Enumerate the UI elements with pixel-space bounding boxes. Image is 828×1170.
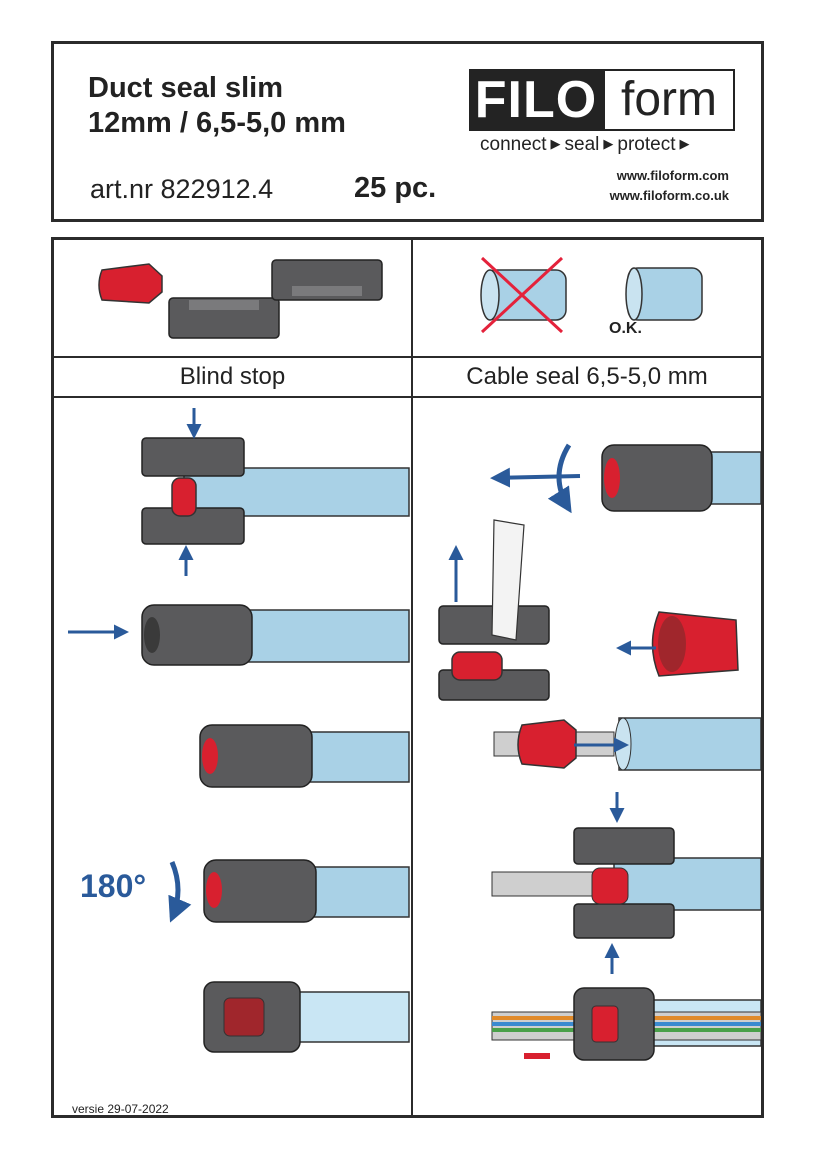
filoform-logo: FILO form: [469, 69, 735, 131]
tagline-protect: protect: [617, 134, 676, 155]
blind-step-2: [68, 604, 410, 666]
cable-step-3: [493, 717, 761, 771]
instruction-panel: Blind stop Cable seal 6,5-5,0 mm O.K. 18…: [51, 237, 764, 1118]
logo-filo: FILO: [469, 69, 603, 131]
section-label-cable-seal: Cable seal 6,5-5,0 mm: [466, 363, 708, 390]
housing-half-icon: [168, 259, 383, 339]
logo-tagline: connect▶seal▶protect▶: [480, 134, 694, 156]
blind-step-1: [141, 408, 410, 576]
cable-step-1: [490, 443, 761, 514]
section-label-blind-stop: Blind stop: [179, 363, 286, 390]
piece-count: 25 pc.: [354, 172, 437, 204]
row-divider-label: [54, 396, 761, 398]
url-couk: www.filoform.co.uk: [609, 188, 729, 203]
triangle-right-icon: ▶: [603, 136, 614, 151]
cable-step-5: [491, 987, 761, 1061]
product-title: Duct seal slim: [88, 72, 284, 104]
row-divider-top: [54, 356, 761, 358]
instruction-illustrations: [68, 256, 761, 1061]
blind-step-4: [168, 859, 410, 923]
tagline-connect: connect: [480, 134, 547, 155]
url-com: www.filoform.com: [616, 168, 729, 183]
ok-label: O.K.: [609, 320, 642, 337]
triangle-right-icon: ▶: [679, 136, 690, 151]
product-subtitle: 12mm / 6,5-5,0 mm: [88, 107, 346, 139]
version-label: versie 29-07-2022: [72, 1102, 169, 1116]
blind-step-5: [203, 981, 410, 1053]
cable-step-2: [438, 519, 739, 701]
triangle-right-icon: ▶: [550, 136, 561, 151]
header-panel: Duct seal slim 12mm / 6,5-5,0 mm art.nr …: [51, 41, 764, 222]
tagline-seal: seal: [564, 134, 600, 155]
blind-step-3: [199, 724, 410, 788]
rotation-label: 180°: [80, 868, 147, 904]
red-plug-icon: [98, 263, 163, 304]
correct-duct-icon: [625, 267, 703, 321]
column-divider: [411, 240, 413, 1116]
cable-step-4: [491, 792, 761, 974]
logo-form: form: [603, 69, 735, 131]
wrong-duct-icon: [480, 256, 567, 334]
article-number: art.nr 822912.4: [90, 174, 274, 204]
